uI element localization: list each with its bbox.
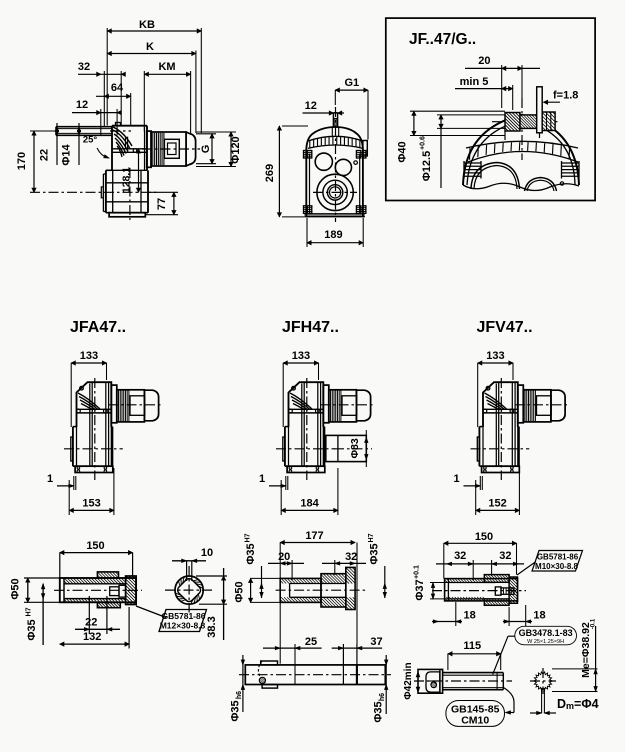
- svg-text:H7: H7: [26, 607, 33, 616]
- svg-text:h6: h6: [236, 691, 243, 699]
- svg-text:Φ35: Φ35: [26, 619, 38, 640]
- svg-text:CM10: CM10: [461, 715, 489, 727]
- svg-text:177: 177: [305, 530, 323, 542]
- svg-text:115: 115: [463, 640, 481, 652]
- svg-text:25°: 25°: [83, 135, 98, 146]
- svg-text:18: 18: [533, 610, 545, 622]
- svg-text:W 25×1.25×9H: W 25×1.25×9H: [527, 639, 564, 645]
- svg-text:-0.1: -0.1: [591, 618, 597, 629]
- svg-text:KM: KM: [158, 61, 175, 73]
- svg-text:Φ40: Φ40: [397, 141, 409, 162]
- svg-text:Φ35: Φ35: [373, 701, 385, 722]
- svg-text:64: 64: [111, 82, 124, 94]
- svg-text:+0.6: +0.6: [420, 136, 427, 150]
- svg-text:Φ35: Φ35: [230, 700, 242, 721]
- svg-text:G1: G1: [344, 77, 359, 89]
- svg-text:h6: h6: [379, 693, 386, 701]
- svg-text:128.1: 128.1: [120, 167, 132, 193]
- svg-text:32: 32: [499, 550, 511, 562]
- svg-text:Φ35: Φ35: [245, 543, 257, 564]
- svg-text:Φ83: Φ83: [349, 438, 361, 458]
- svg-text:18: 18: [463, 610, 475, 622]
- svg-text:38.3: 38.3: [206, 616, 218, 637]
- svg-text:170: 170: [16, 152, 28, 170]
- svg-text:25: 25: [305, 636, 317, 648]
- svg-text:20: 20: [478, 55, 490, 67]
- svg-text:269: 269: [264, 164, 276, 182]
- svg-text:Φ120: Φ120: [230, 136, 242, 163]
- svg-text:GB145-85: GB145-85: [451, 704, 500, 716]
- svg-text:132: 132: [83, 631, 101, 643]
- svg-text:H7: H7: [368, 533, 375, 542]
- svg-text:37: 37: [370, 636, 382, 648]
- svg-text:JF..47/G..: JF..47/G..: [409, 31, 476, 48]
- svg-text:+0.1: +0.1: [414, 565, 421, 579]
- svg-text:JFV47..: JFV47..: [477, 319, 533, 336]
- svg-text:152: 152: [488, 498, 506, 510]
- svg-text:22: 22: [85, 617, 97, 629]
- svg-text:Φ50: Φ50: [10, 578, 22, 599]
- svg-text:Φ35: Φ35: [369, 543, 381, 564]
- svg-text:32: 32: [78, 61, 90, 73]
- svg-text:min 5: min 5: [460, 76, 489, 88]
- svg-text:G: G: [200, 145, 212, 154]
- svg-text:1: 1: [47, 473, 53, 485]
- svg-text:32: 32: [345, 551, 357, 563]
- svg-text:GB5781-86: GB5781-86: [162, 611, 206, 621]
- svg-text:1: 1: [259, 473, 265, 485]
- svg-text:184: 184: [300, 498, 319, 510]
- svg-text:12: 12: [305, 100, 317, 112]
- svg-text:Φ50: Φ50: [234, 581, 246, 602]
- svg-text:Φ14: Φ14: [61, 143, 73, 165]
- svg-text:12: 12: [76, 99, 88, 111]
- svg-text:GB5781-86: GB5781-86: [537, 553, 579, 562]
- svg-text:22: 22: [39, 149, 51, 161]
- svg-text:153: 153: [82, 498, 100, 510]
- svg-text:77: 77: [156, 198, 168, 210]
- svg-text:K: K: [146, 41, 154, 53]
- svg-text:H7: H7: [245, 533, 252, 542]
- svg-text:M10×30-8.8: M10×30-8.8: [535, 562, 578, 571]
- svg-text:150: 150: [86, 540, 104, 552]
- svg-text:JFH47..: JFH47..: [282, 319, 339, 336]
- svg-text:32: 32: [454, 550, 466, 562]
- svg-text:GB3478.1-83: GB3478.1-83: [519, 628, 573, 638]
- svg-text:f=1.8: f=1.8: [553, 90, 578, 102]
- svg-text:Me=Φ38.92: Me=Φ38.92: [580, 622, 592, 678]
- svg-text:JFA47..: JFA47..: [70, 319, 126, 336]
- svg-text:Φ37: Φ37: [414, 579, 426, 600]
- svg-text:133: 133: [292, 350, 310, 362]
- svg-text:KB: KB: [139, 19, 155, 31]
- svg-text:20: 20: [278, 551, 290, 563]
- svg-text:Dm=Φ4: Dm=Φ4: [557, 697, 599, 711]
- svg-text:Φ12.5: Φ12.5: [421, 151, 433, 181]
- svg-text:1: 1: [453, 473, 459, 485]
- svg-text:150: 150: [475, 531, 493, 543]
- svg-text:133: 133: [80, 350, 98, 362]
- svg-text:Φ42min: Φ42min: [403, 662, 414, 699]
- svg-text:189: 189: [324, 229, 342, 241]
- svg-text:133: 133: [486, 350, 504, 362]
- svg-text:M12×30-8.8: M12×30-8.8: [160, 621, 206, 631]
- svg-text:10: 10: [201, 547, 213, 559]
